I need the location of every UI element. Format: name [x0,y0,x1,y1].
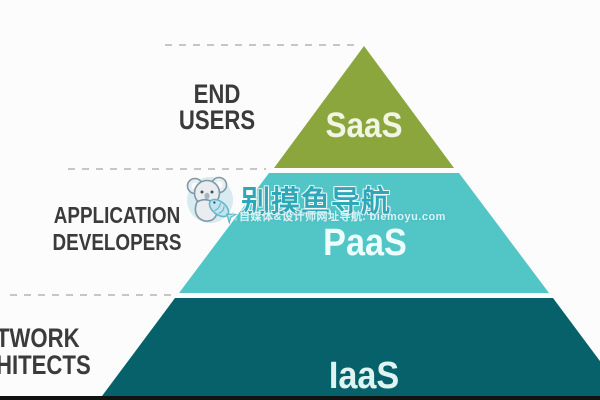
audience-line: END [193,79,241,109]
watermark-title: 别摸鱼导航 [241,186,392,218]
audience-line: APPLICATION [53,202,181,228]
audience-label-end-users: END USERS [168,79,266,135]
iaas-layer-label: IaaS [328,355,400,397]
koala-fish-logo-icon [186,176,238,225]
audience-line: USERS [178,105,256,135]
paas-layer-shape [179,173,549,293]
audience-line: DEVELOPERS [52,229,182,255]
saas-layer-label: SaaS [325,106,403,145]
audience-label-application-developers: APPLICATION DEVELOPERS [51,202,182,256]
paas-layer-label: PaaS [323,222,407,264]
audience-label-network-architects: TWORK HITECTS [0,325,111,379]
saas-layer-shape [274,46,454,168]
audience-line: TWORK [0,323,80,353]
watermark-subtitle: 自媒体&设计师网址导航. biemoyu.com [239,211,446,223]
watermark: 别摸鱼导航 自媒体&设计师网址导航. biemoyu.com [183,176,446,226]
bottom-black-bar [0,396,600,400]
audience-line: HITECTS [0,350,91,380]
iaas-layer-shape [102,298,600,396]
